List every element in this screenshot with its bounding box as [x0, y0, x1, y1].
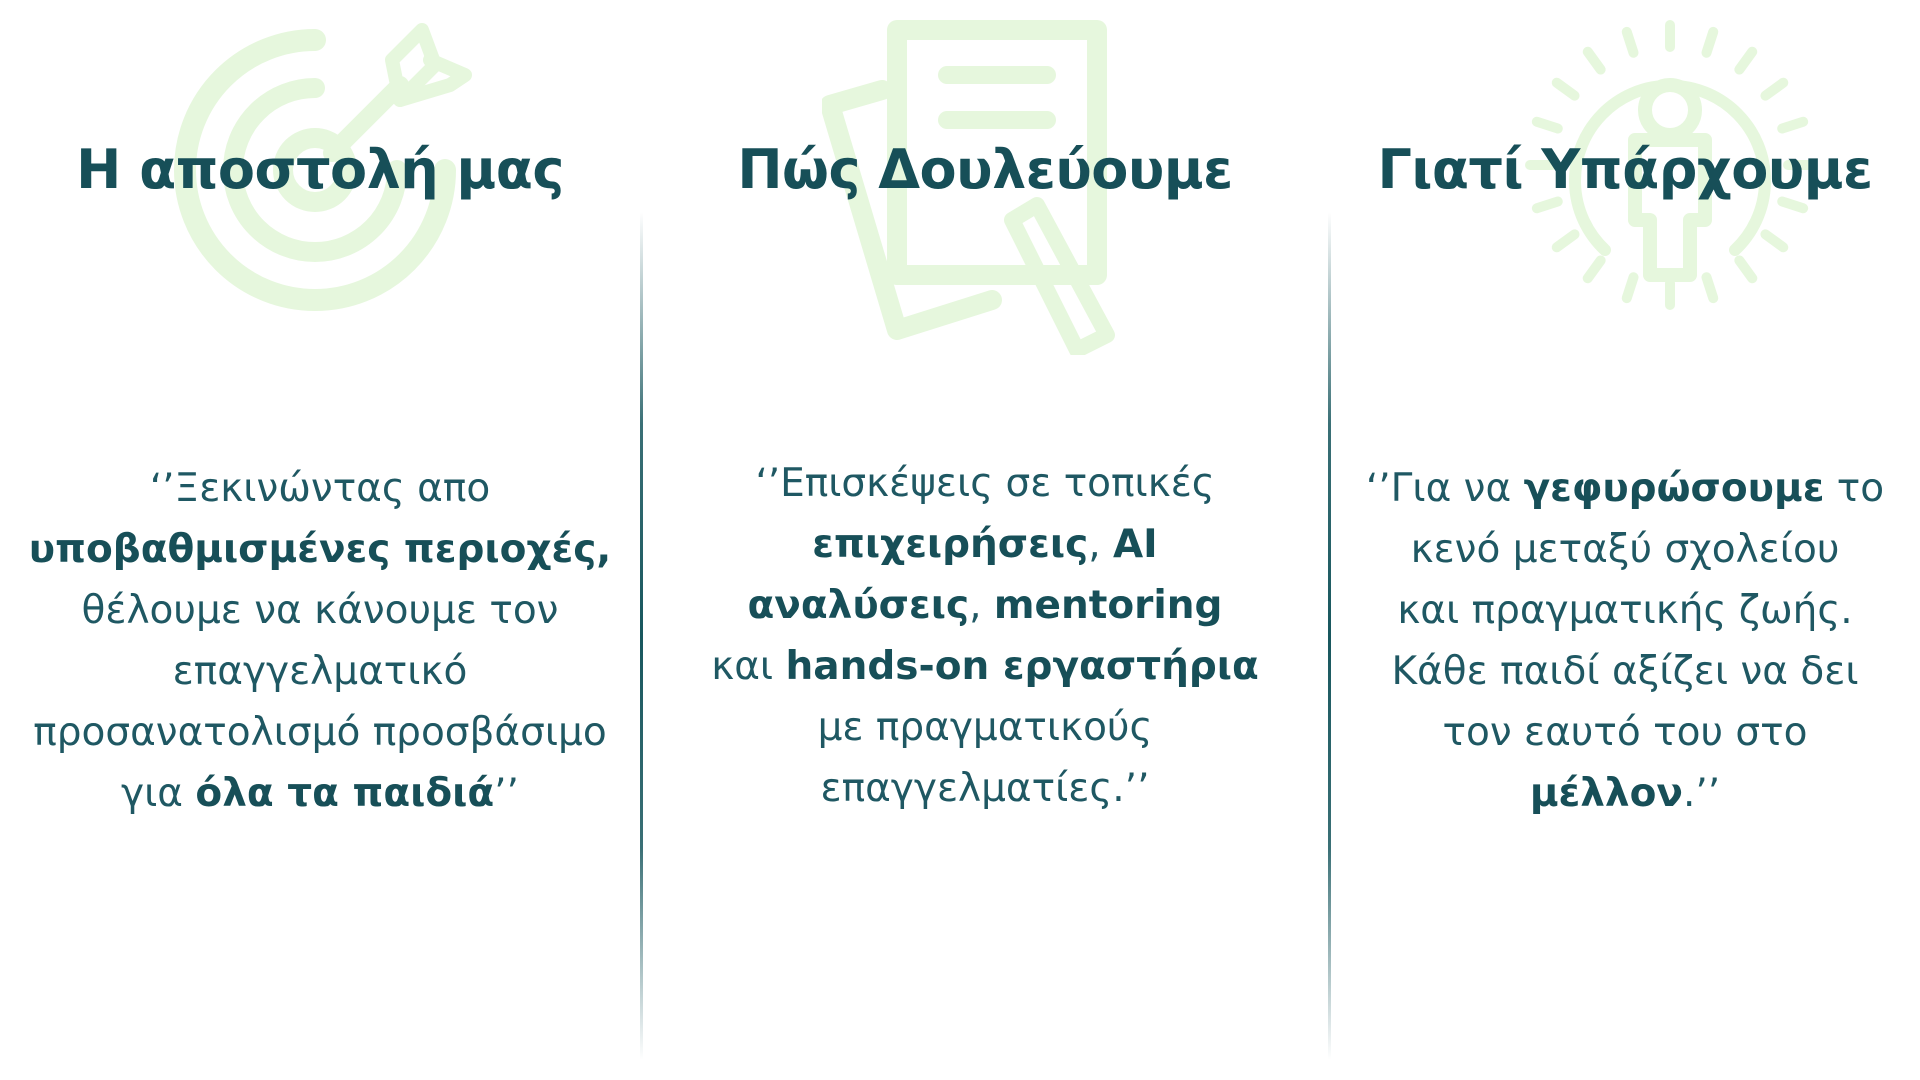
light-ray	[1760, 77, 1789, 101]
column-divider	[1328, 212, 1331, 1060]
quote-emphasis: γεφυρώσουμε	[1523, 466, 1825, 511]
light-ray	[1531, 196, 1563, 214]
quote-emphasis: αναλύσεις	[747, 583, 970, 628]
quote-emphasis: mentoring	[993, 583, 1223, 628]
column-why-we-exist: Γιατί Υπάρχουμε ‘’Για να γεφυρώσουμε το …	[1330, 0, 1920, 1080]
light-ray	[1551, 229, 1580, 253]
column-title: Η αποστολή μας	[76, 138, 564, 201]
light-ray	[1734, 255, 1758, 284]
light-ray	[1582, 255, 1606, 284]
quote-line: ‘’Ξεκινώντας απο	[149, 466, 491, 511]
person-lightbulb-icon	[1510, 15, 1830, 335]
quote-line: για όλα τα παιδιά’’	[0, 763, 640, 824]
quote-emphasis: όλα τα παιδιά	[195, 771, 495, 816]
light-ray	[1582, 46, 1606, 75]
quote-line: υποβαθμισμένες περιοχές,	[0, 519, 640, 580]
column-mission: Η αποστολή μας ‘’Ξεκινώντας απο υποβαθμι…	[0, 0, 640, 1080]
documents-pen-icon	[822, 15, 1142, 355]
quote-line: Κάθε παιδί αξίζει να δει	[1391, 649, 1859, 694]
quote-text: ,	[969, 583, 994, 628]
quote-line: και πραγματικής ζωής.	[1397, 588, 1853, 633]
quote-emphasis: υποβαθμισμένες περιοχές,	[28, 527, 612, 572]
quote-text: ‘’Για να	[1365, 466, 1524, 511]
light-ray	[1531, 116, 1563, 134]
quote-emphasis: επιχειρήσεις	[812, 522, 1089, 567]
quote-text: ’’	[494, 771, 519, 816]
light-ray	[1551, 77, 1580, 101]
column-divider	[640, 212, 643, 1060]
target-arrow-icon	[160, 20, 480, 340]
quote-line: μέλλον.’’	[1330, 763, 1920, 824]
column-how-we-work: Πώς Δουλεύουμε ‘’Επισκέψεις σε τοπικές ε…	[642, 0, 1328, 1080]
column-quote: ‘’Ξεκινώντας απο υποβαθμισμένες περιοχές…	[0, 458, 640, 824]
quote-line: με πραγματικούς	[817, 705, 1153, 750]
light-ray	[1777, 196, 1809, 214]
light-ray	[1777, 116, 1809, 134]
column-title: Γιατί Υπάρχουμε	[1377, 138, 1873, 201]
quote-line: τον εαυτό του στο	[1442, 710, 1808, 755]
light-ray	[1701, 26, 1719, 58]
quote-text: ,	[1088, 522, 1113, 567]
quote-line: κενό μεταξύ σχολείου	[1410, 527, 1840, 572]
light-ray	[1760, 229, 1789, 253]
quote-text: για	[121, 771, 196, 816]
quote-text: .’’	[1682, 771, 1721, 816]
light-ray	[1621, 272, 1639, 304]
quote-line: προσανατολισμό προσβάσιμο	[33, 710, 607, 755]
quote-line: επαγγελματικό	[172, 649, 468, 694]
quote-emphasis: AI	[1113, 522, 1158, 567]
column-title: Πώς Δουλεύουμε	[737, 138, 1233, 201]
quote-line: ‘’Επισκέψεις σε τοπικές	[755, 461, 1215, 506]
quote-line: και hands-on εργαστήρια	[642, 636, 1328, 697]
quote-emphasis: μέλλον	[1529, 771, 1683, 816]
light-ray	[1621, 26, 1639, 58]
quote-line: ‘’Για να γεφυρώσουμε το	[1330, 458, 1920, 519]
quote-text: και	[711, 644, 786, 689]
light-ray	[1734, 46, 1758, 75]
light-ray	[1701, 272, 1719, 304]
quote-line: επιχειρήσεις, AI	[642, 514, 1328, 575]
column-quote: ‘’Για να γεφυρώσουμε το κενό μεταξύ σχολ…	[1330, 458, 1920, 824]
quote-text: το	[1824, 466, 1885, 511]
quote-line: αναλύσεις, mentoring	[642, 575, 1328, 636]
column-quote: ‘’Επισκέψεις σε τοπικές επιχειρήσεις, AI…	[642, 453, 1328, 819]
quote-emphasis: hands-on εργαστήρια	[785, 644, 1259, 689]
quote-line: θέλουμε να κάνουμε τον	[81, 588, 559, 633]
quote-line: επαγγελματίες.’’	[820, 766, 1150, 811]
